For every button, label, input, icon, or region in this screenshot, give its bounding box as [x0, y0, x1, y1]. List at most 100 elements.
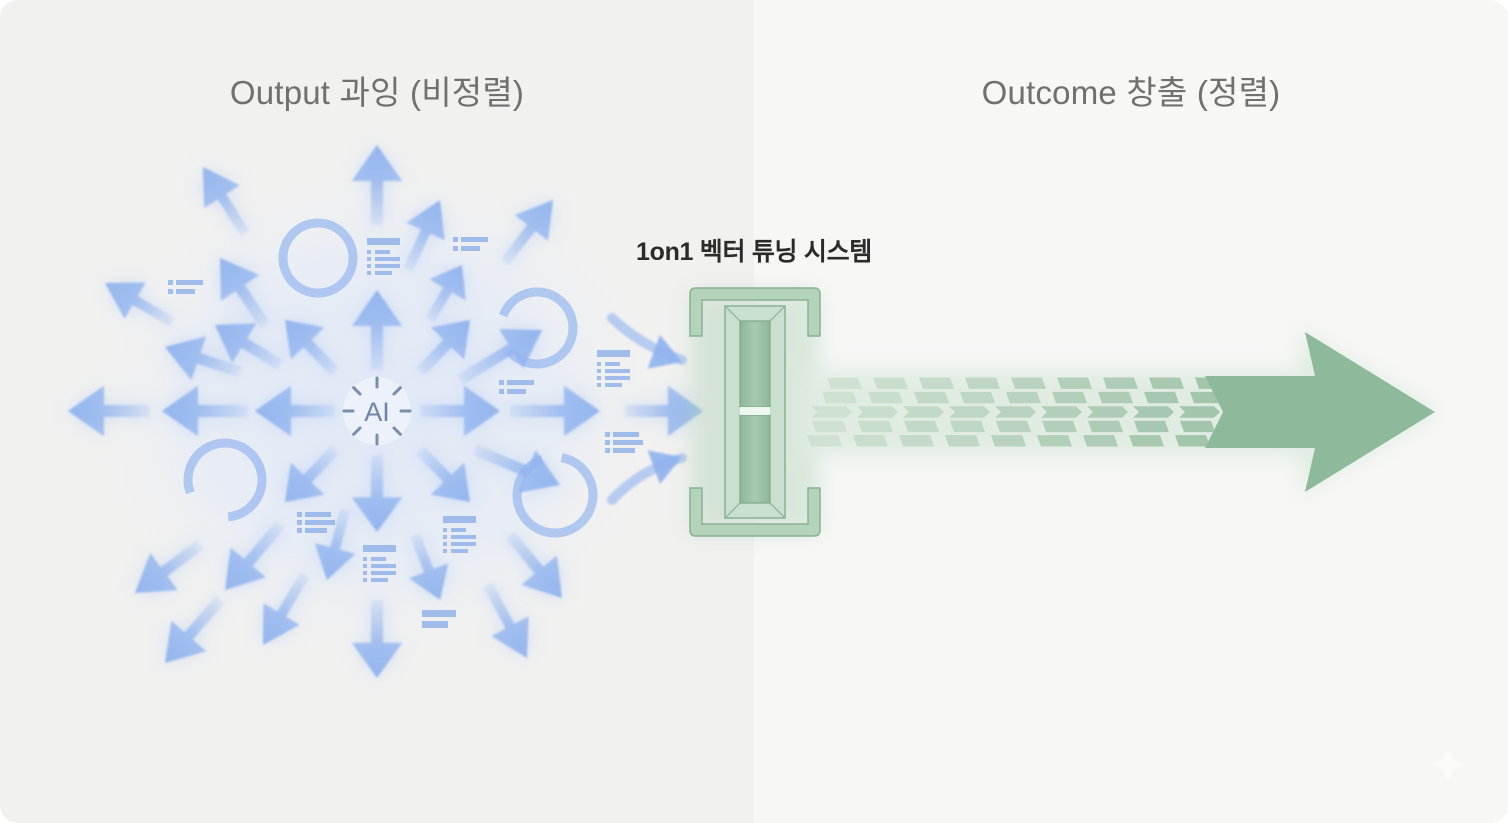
vector-segment [899, 435, 934, 447]
scatter-arrow-icon [351, 455, 403, 532]
scatter-arrow-icon [472, 444, 560, 493]
vector-segment [1057, 377, 1092, 389]
vector-segment [991, 435, 1026, 447]
document-list-icon [363, 545, 396, 582]
cycle-ring-icon [512, 453, 598, 538]
vector-segment [857, 406, 898, 418]
vector-segment [1180, 420, 1215, 433]
vector-segment [1088, 420, 1123, 433]
document-list-icon [367, 238, 400, 275]
vector-segment [811, 406, 852, 418]
document-icons [168, 237, 643, 628]
scatter-arrow-icon [351, 290, 403, 370]
vector-segment [807, 435, 842, 447]
scatter-arrow-icon [625, 385, 703, 437]
vector-segment [1052, 391, 1087, 404]
vector-segment [1133, 406, 1174, 418]
vector-segment [919, 377, 954, 389]
vector-segment [949, 406, 990, 418]
scatter-arrows [68, 145, 703, 678]
scatter-arrow-icon [105, 282, 175, 327]
scatter-arrow-icon [351, 600, 403, 678]
vector-segment [995, 406, 1036, 418]
scatter-arrow-icon [403, 200, 445, 273]
vector-segment [873, 377, 908, 389]
scatter-arrow-icon [165, 596, 225, 663]
vector-segment [1037, 435, 1072, 447]
vector-segment [1179, 406, 1220, 418]
vector-segment [1103, 377, 1138, 389]
scatter-arrow-icon [409, 533, 449, 600]
vector-segment [1011, 377, 1046, 389]
scatter-arrow-icon [285, 446, 339, 502]
document-list-icon [168, 280, 203, 294]
vector-segment [945, 435, 980, 447]
vector-segment [827, 377, 862, 389]
scatter-arrow-icon [351, 145, 403, 225]
document-list-icon [597, 350, 630, 387]
cycle-ring-icon [498, 287, 578, 369]
scatter-arrow-icon [285, 320, 339, 376]
scatter-arrow-icon [68, 385, 150, 437]
scatter-arrow-icon [255, 385, 335, 437]
vector-segment [1134, 420, 1169, 433]
scatter-arrow-icon [505, 531, 562, 598]
vector-segment [950, 420, 985, 433]
scatter-arrow-icon [220, 258, 270, 329]
curved-arrow-icon [607, 450, 687, 505]
left-panel-title: Output 과잉 (비정렬) [229, 74, 525, 111]
vector-segment [1041, 406, 1082, 418]
scatter-arrow-icon [314, 508, 356, 580]
vector-segment [1042, 420, 1077, 433]
vector-segment [960, 391, 995, 404]
vector-segment [903, 406, 944, 418]
tuning-system-icon [689, 287, 821, 537]
scatter-arrow-icon [420, 385, 500, 437]
vector-segment [853, 435, 888, 447]
document-list-icon [605, 432, 643, 453]
vector-segment [1098, 391, 1133, 404]
cycle-ring-icon [183, 438, 267, 522]
cycle-ring-icon [278, 218, 358, 298]
tuning-system-label: 1on1 벡터 튜닝 시스템 [636, 238, 872, 266]
cycle-rings [183, 218, 598, 538]
vector-segment [1129, 435, 1164, 447]
right-panel-title: Outcome 창출 (정렬) [981, 74, 1281, 111]
scatter-arrow-icon [165, 336, 242, 381]
vector-segment [812, 420, 847, 433]
document-list-icon [499, 380, 534, 394]
scatter-arrow-icon [501, 200, 553, 266]
scatter-arrow-icon [483, 582, 529, 658]
scatter-arrow-icon [162, 385, 248, 437]
scatter-arrow-icon [215, 323, 283, 370]
scatter-arrow-icon [457, 329, 542, 385]
vector-segment [1144, 391, 1179, 404]
vector-segment [1149, 377, 1184, 389]
vector-segment [1083, 435, 1118, 447]
scatter-arrow-icon [203, 167, 250, 236]
vector-segment [904, 420, 939, 433]
ai-burst-icon: AI [342, 376, 412, 446]
curved-arrow-icon [607, 313, 687, 369]
outcome-arrow-icon [1205, 332, 1435, 492]
vector-segment [1087, 406, 1128, 418]
sparkle-icon [1430, 747, 1466, 783]
ai-label: AI [364, 397, 390, 427]
vector-segment [858, 420, 893, 433]
vector-segment [1175, 435, 1210, 447]
document-list-icon [297, 512, 335, 533]
vector-segment [914, 391, 949, 404]
scatter-arrow-icon [425, 265, 466, 323]
document-list-icon [453, 237, 488, 251]
vector-segment [822, 391, 857, 404]
vector-segment [1006, 391, 1041, 404]
scatter-arrow-icon [263, 572, 310, 645]
document-list-icon [443, 516, 476, 553]
aligned-vector-band [807, 377, 1230, 447]
scatter-arrow-icon [225, 521, 285, 590]
document-list-icon [422, 610, 456, 628]
vector-segment [996, 420, 1031, 433]
scatter-arrow-icon [135, 540, 204, 593]
